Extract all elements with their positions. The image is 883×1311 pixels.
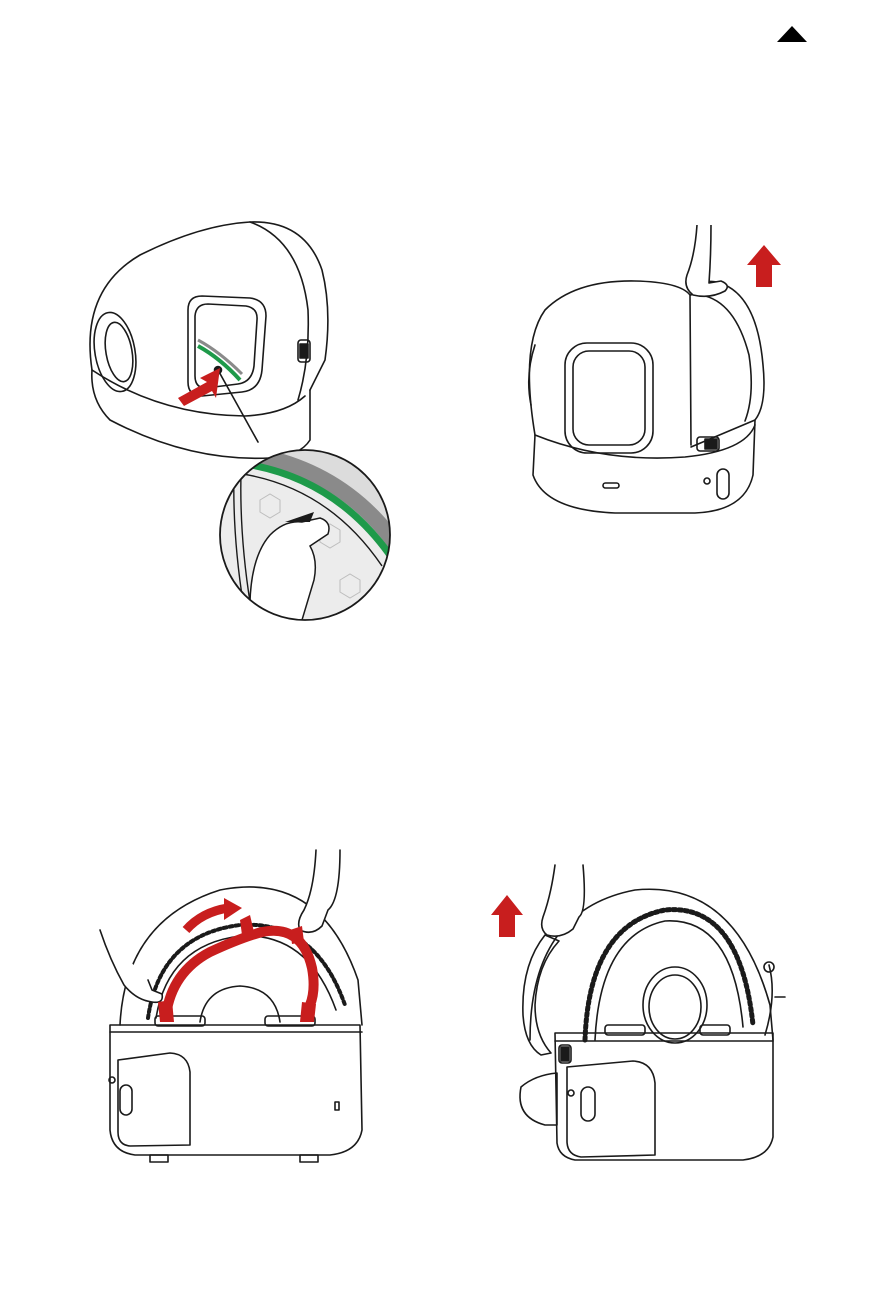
arrow-up-icon	[747, 245, 781, 287]
dome-shell	[529, 281, 691, 445]
entry-window	[565, 343, 653, 453]
step-4-lift-drum-illustration	[485, 855, 805, 1175]
drum-porthole	[643, 967, 707, 1043]
zoom-inset	[220, 450, 400, 620]
base-body	[110, 1025, 362, 1155]
step-1-peel-seal-illustration	[70, 200, 410, 630]
triangle-up-icon	[777, 26, 807, 42]
base-body	[555, 1033, 773, 1160]
lifted-cover	[691, 282, 764, 448]
hand	[542, 865, 585, 936]
drum-handle	[523, 935, 559, 1055]
arrow-up-icon	[491, 895, 523, 937]
hand	[686, 225, 727, 296]
base-body	[92, 370, 310, 458]
side-door	[118, 1053, 190, 1146]
arrow-down-left-icon	[178, 368, 220, 406]
step-3-rotate-ring-illustration	[90, 840, 390, 1170]
left-hand	[100, 930, 162, 1002]
step-2-lift-cover-illustration	[505, 225, 795, 530]
drum-gear	[585, 910, 753, 1040]
right-hand	[299, 850, 340, 932]
dome-shell	[90, 222, 328, 390]
locking-ring	[158, 915, 316, 1022]
